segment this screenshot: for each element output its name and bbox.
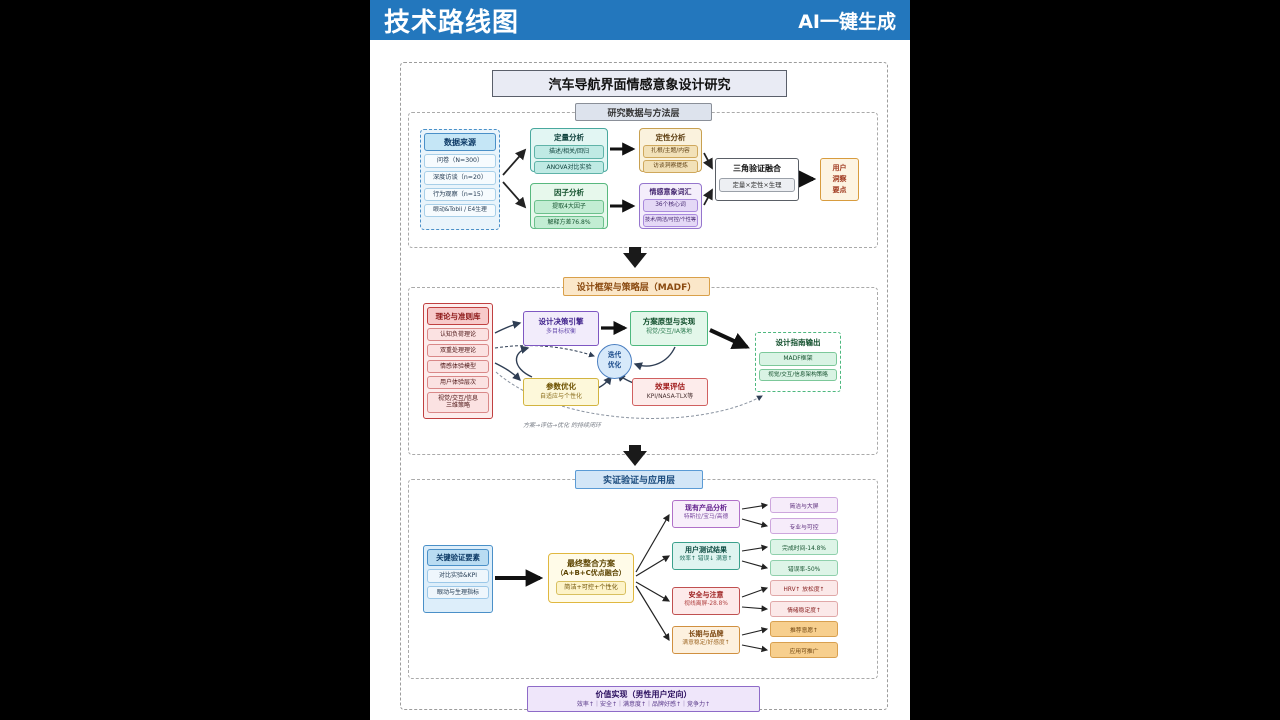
theory-item: 用户体验层次 xyxy=(427,375,489,389)
category-title: 安全与注意 xyxy=(688,591,724,599)
key-validation-item: 眼动与生理指标 xyxy=(427,585,489,599)
category-sub: 满意稳定/好感度↑ xyxy=(682,640,730,647)
imagery-words-node: 情感意象词汇 36个核心词 技术/简洁/可控/个性等 xyxy=(639,183,702,229)
key-validation-panel: 关键验证要素 对比实验&KPI 眼动与生理指标 xyxy=(423,545,493,613)
leaf-result: 完成时间-14.8% xyxy=(770,539,838,555)
theory-title: 理论与准则库 xyxy=(427,307,489,325)
leaf-result: 推荐意愿↑ xyxy=(770,621,838,637)
user-insight-node: 用户 洞察 要点 xyxy=(820,158,859,201)
design-guide-panel: 设计指南输出 MADF框架 视觉/交互/信息架构策略 xyxy=(755,332,841,392)
theory-item: 视觉/交互/信息 三维策略 xyxy=(427,391,489,413)
prototype-sub: 视觉/交互/IA落地 xyxy=(646,327,692,335)
page-title: 技术路线图 xyxy=(384,7,520,38)
imagery-item: 技术/简洁/可控/个性等 xyxy=(643,214,698,227)
qual-title: 定性分析 xyxy=(655,133,686,142)
category-usertest-node: 用户测试结果 效率↑ 错误↓ 满意↑ xyxy=(672,542,740,570)
quant-analysis-node: 定量分析 描述/相关/回归 ANOVA对比实验 xyxy=(530,128,608,174)
category-safety-node: 安全与注意 视线离屏-28.8% xyxy=(672,587,740,615)
category-title: 现有产品分析 xyxy=(685,504,727,512)
key-validation-item: 对比实验&KPI xyxy=(427,569,489,583)
value-realization-node: 价值实现（男性用户定向） 效率↑｜安全↑｜满意度↑｜品牌好感↑｜竞争力↑ xyxy=(527,686,760,712)
triangulation-title: 三角验证融合 xyxy=(733,164,781,173)
decision-engine-title: 设计决策引擎 xyxy=(538,317,584,326)
final-solution-subtitle: （A+B+C优点融合） xyxy=(556,569,626,578)
category-title: 长期与品牌 xyxy=(688,630,724,638)
quant-item: ANOVA对比实验 xyxy=(534,160,604,174)
param-optimize-sub: 自适应与个性化 xyxy=(539,392,582,400)
leaf-result: 错误率-50% xyxy=(770,560,838,576)
final-solution-node: 最终整合方案 （A+B+C优点融合） 简洁+可控+个性化 xyxy=(548,553,634,603)
final-solution-title: 最终整合方案 xyxy=(567,559,615,568)
leaf-result: HRV↑ 放松度↑ xyxy=(770,580,838,596)
loop-note: 方案→评估→优化 的持续闭环 xyxy=(523,422,601,429)
evaluation-sub: KPI/NASA-TLX等 xyxy=(646,392,694,400)
leaf-result: 专业与可控 xyxy=(770,518,838,534)
qual-item: 访谈洞察提炼 xyxy=(643,160,698,174)
leaf-result: 应用可推广 xyxy=(770,642,838,658)
app-header: 技术路线图 AI一键生成 xyxy=(370,0,910,40)
value-sub: 效率↑｜安全↑｜满意度↑｜品牌好感↑｜竞争力↑ xyxy=(576,701,711,709)
decision-engine-sub: 多目标权衡 xyxy=(545,327,576,335)
diagram-title: 汽车导航界面情感意象设计研究 xyxy=(492,70,787,97)
category-sub: 特斯拉/宝马/高德 xyxy=(683,514,729,521)
prototype-node: 方案原型与实现 视觉/交互/IA落地 xyxy=(630,311,708,346)
imagery-title: 情感意象词汇 xyxy=(649,188,692,196)
quant-item: 描述/相关/回归 xyxy=(534,145,604,159)
data-source-item: 深度访谈（n=20） xyxy=(424,170,496,185)
data-source-title: 数据来源 xyxy=(424,133,496,151)
leaf-result: 情绪稳定度↑ xyxy=(770,601,838,617)
theory-library-panel: 理论与准则库 认知负荷理论 双重处理理论 情感体验模型 用户体验层次 视觉/交互… xyxy=(423,303,493,419)
category-sub: 效率↑ 错误↓ 满意↑ xyxy=(679,556,733,563)
qual-item: 扎根/主题/内容 xyxy=(643,145,698,159)
category-brand-node: 长期与品牌 满意稳定/好感度↑ xyxy=(672,626,740,654)
factor-analysis-node: 因子分析 提取4大因子 解释方差76.8% xyxy=(530,183,608,229)
ai-generate-badge: AI一键生成 xyxy=(798,10,896,33)
triangulation-node: 三角验证融合 定量×定性×生理 xyxy=(715,158,799,201)
factor-item: 解释方差76.8% xyxy=(534,215,604,229)
design-guide-item: 视觉/交互/信息架构策略 xyxy=(759,368,837,382)
param-optimize-title: 参数优化 xyxy=(546,382,576,391)
theory-item: 认知负荷理论 xyxy=(427,327,489,341)
section2-label: 设计框架与策略层（MADF） xyxy=(563,277,710,296)
leaf-result: 简洁与大屏 xyxy=(770,497,838,513)
category-products-node: 现有产品分析 特斯拉/宝马/高德 xyxy=(672,500,740,528)
data-source-item: 行为观察（n=15） xyxy=(424,187,496,202)
quant-title: 定量分析 xyxy=(554,133,584,142)
imagery-item: 36个核心词 xyxy=(643,199,698,213)
param-optimize-node: 参数优化 自适应与个性化 xyxy=(523,378,599,406)
data-source-item: 眼动&Tobii / E4生理 xyxy=(424,204,496,218)
triangulation-item: 定量×定性×生理 xyxy=(719,178,795,192)
category-title: 用户测试结果 xyxy=(685,546,727,554)
roadmap-canvas: 技术路线图 AI一键生成 汽车导航界面情感意象设计研究 研究数据与方法层 设计框… xyxy=(370,0,910,720)
factor-title: 因子分析 xyxy=(554,188,584,197)
prototype-title: 方案原型与实现 xyxy=(642,317,696,326)
decision-engine-node: 设计决策引擎 多目标权衡 xyxy=(523,311,599,346)
final-solution-sub: 简洁+可控+个性化 xyxy=(556,581,626,596)
theory-item: 情感体验模型 xyxy=(427,359,489,373)
key-validation-title: 关键验证要素 xyxy=(427,549,489,566)
data-source-item: 问卷（N=300） xyxy=(424,154,496,168)
data-source-panel: 数据来源 问卷（N=300） 深度访谈（n=20） 行为观察（n=15） 眼动&… xyxy=(420,129,500,230)
theory-item: 双重处理理论 xyxy=(427,343,489,357)
evaluation-node: 效果评估 KPI/NASA-TLX等 xyxy=(632,378,708,406)
category-sub: 视线离屏-28.8% xyxy=(684,601,728,608)
section3-label: 实证验证与应用层 xyxy=(575,470,703,489)
iteration-loop-node: 迭代 优化 xyxy=(597,344,632,379)
factor-item: 提取4大因子 xyxy=(534,200,604,214)
qual-analysis-node: 定性分析 扎根/主题/内容 访谈洞察提炼 xyxy=(639,128,702,174)
evaluation-title: 效果评估 xyxy=(655,382,685,391)
value-title: 价值实现（男性用户定向） xyxy=(595,690,692,699)
design-guide-item: MADF框架 xyxy=(759,352,837,366)
design-guide-title: 设计指南输出 xyxy=(775,338,821,347)
section1-label: 研究数据与方法层 xyxy=(575,103,712,121)
